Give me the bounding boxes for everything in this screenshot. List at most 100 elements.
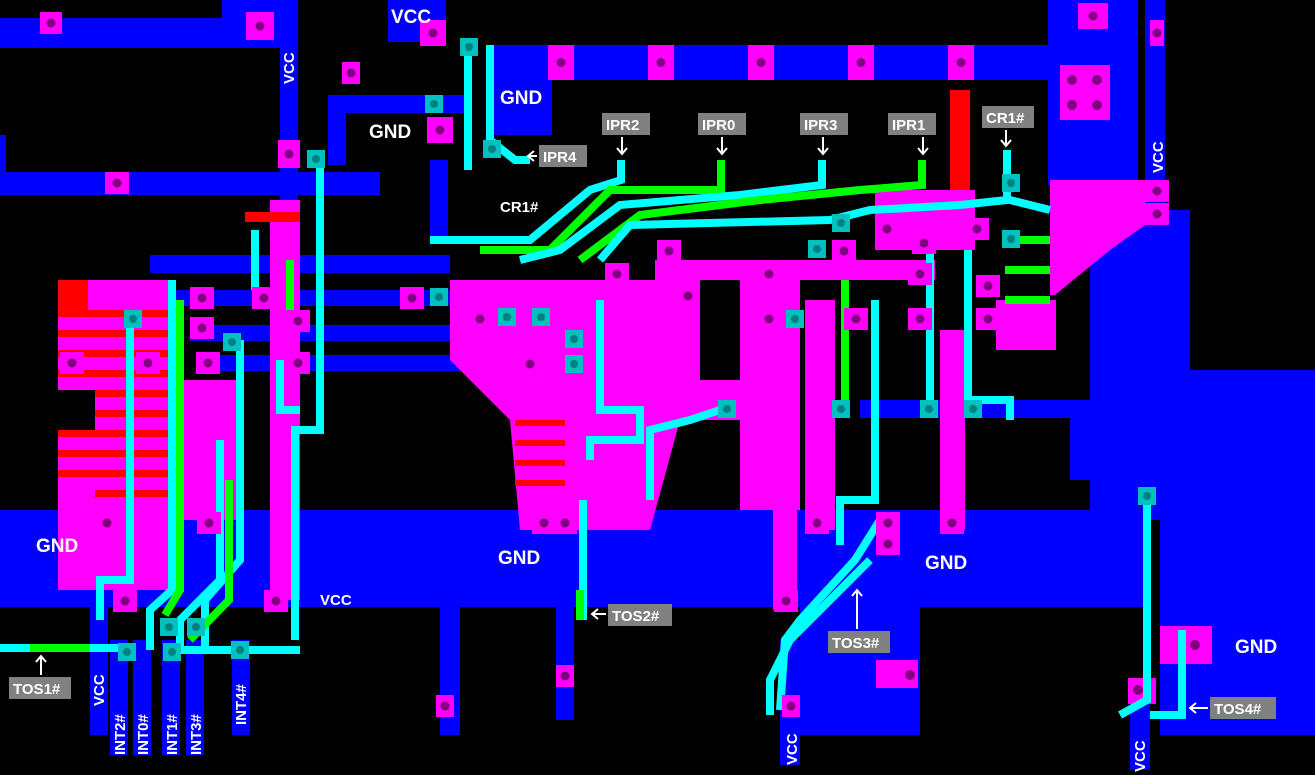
net-label-gnd-left: GND: [36, 536, 78, 557]
tag-tos1: TOS1#: [9, 654, 71, 699]
via-hole: [129, 315, 137, 323]
pad-hole: [812, 518, 822, 528]
pad-hole: [764, 314, 774, 324]
pad-hole: [346, 68, 356, 78]
trace: [1118, 495, 1151, 719]
net-label-gnd-center-right: GND: [925, 553, 967, 574]
copper-region: [996, 300, 1056, 350]
pad-hole: [612, 269, 622, 279]
trace: [146, 280, 176, 650]
via-hole: [123, 648, 131, 656]
net-label-gnd-right: GND: [1235, 637, 1277, 658]
pad-hole: [851, 314, 861, 324]
pad-hole: [293, 316, 303, 326]
via-hole: [837, 219, 845, 227]
copper-stripe: [950, 90, 970, 190]
copper-stripe: [58, 370, 170, 377]
pad-hole: [556, 58, 566, 67]
int1-label: INT1#: [164, 713, 181, 755]
via-hole: [1143, 492, 1151, 500]
pad-hole: [1067, 75, 1077, 85]
trace: [430, 160, 625, 244]
pad-hole: [1092, 100, 1102, 110]
plane-region: [1070, 400, 1090, 480]
trace: [964, 250, 1014, 420]
vias: [118, 38, 1156, 661]
copper-stripe: [58, 470, 170, 477]
pad-hole: [475, 314, 485, 324]
net-label-gnd-top-2: GND: [369, 122, 411, 143]
pad-hole: [560, 518, 570, 528]
via-hole: [1007, 235, 1015, 243]
copper-stripe: [58, 430, 170, 437]
tag-ipr2: IPR2: [602, 113, 650, 156]
via-hole: [925, 405, 933, 413]
via-hole: [570, 335, 578, 343]
plane-region: [1145, 0, 1165, 230]
plane-region: [1070, 462, 1160, 480]
net-label-gnd-center: GND: [498, 548, 540, 569]
tag-ipr2-text: IPR2: [606, 117, 639, 134]
pad-hole: [915, 269, 925, 279]
copper-stripe: [58, 330, 170, 337]
net-label-vcc-bottom-right: VCC: [1132, 740, 1149, 772]
plane-region: [328, 95, 468, 113]
plane-region: [0, 18, 225, 48]
pad-hole: [883, 518, 893, 528]
copper-pour: [450, 280, 800, 530]
trace: [836, 300, 879, 545]
arrow-down-icon: [917, 137, 929, 156]
copper-cutout: [0, 390, 95, 430]
tag-tos1-text: TOS1#: [13, 681, 61, 698]
pad-hole: [756, 58, 766, 67]
pad-hole: [102, 518, 112, 528]
tag-tos2-text: TOS2#: [612, 608, 660, 625]
tag-tos4: TOS4#: [1188, 697, 1276, 719]
copper-region: [805, 300, 835, 530]
plane-region: [90, 590, 108, 735]
via-hole: [228, 338, 236, 346]
tag-ipr4-text: IPR4: [543, 149, 577, 166]
pad-hole: [1152, 186, 1162, 196]
int2-label: INT2#: [112, 713, 129, 755]
pad-hole: [46, 18, 56, 28]
pad-hole: [293, 358, 303, 368]
copper-stripe: [515, 420, 565, 426]
plane-region: [556, 590, 574, 720]
pad-hole: [947, 518, 957, 528]
via-hole: [791, 315, 799, 323]
arrow-down-icon: [716, 137, 728, 156]
copper-region: [773, 440, 797, 610]
via-hole: [837, 405, 845, 413]
copper-region: [1060, 65, 1110, 120]
pad-hole: [683, 291, 693, 301]
pad-hole: [905, 670, 915, 680]
trace: [776, 517, 884, 711]
pad-hole: [204, 518, 214, 528]
arrow-down-icon: [817, 137, 829, 156]
pad-hole: [1152, 209, 1162, 219]
tag-tos2: TOS2#: [590, 604, 672, 626]
via-hole: [488, 145, 496, 153]
pad-hole: [1067, 100, 1077, 110]
copper-stripe: [58, 390, 170, 397]
plane-region: [162, 640, 180, 755]
pad-hole: [882, 224, 892, 234]
plane-region: [232, 640, 250, 735]
plane-region: [430, 160, 448, 240]
tag-ipr4: IPR4: [526, 145, 587, 167]
arrow-down-icon: [616, 137, 628, 156]
copper-stripe: [515, 440, 565, 446]
trace: [276, 360, 300, 414]
arrow-left-icon: [526, 150, 537, 162]
trace: [291, 160, 324, 640]
trace: [586, 300, 644, 460]
plane-region: [133, 640, 151, 755]
net-label-vcc-top: VCC: [391, 7, 431, 28]
trace: [596, 150, 1011, 263]
trace: [96, 320, 134, 620]
net-label-cr1-plane: CR1#: [500, 199, 539, 216]
copper-stripe: [515, 460, 565, 466]
pad-hole: [839, 246, 849, 256]
